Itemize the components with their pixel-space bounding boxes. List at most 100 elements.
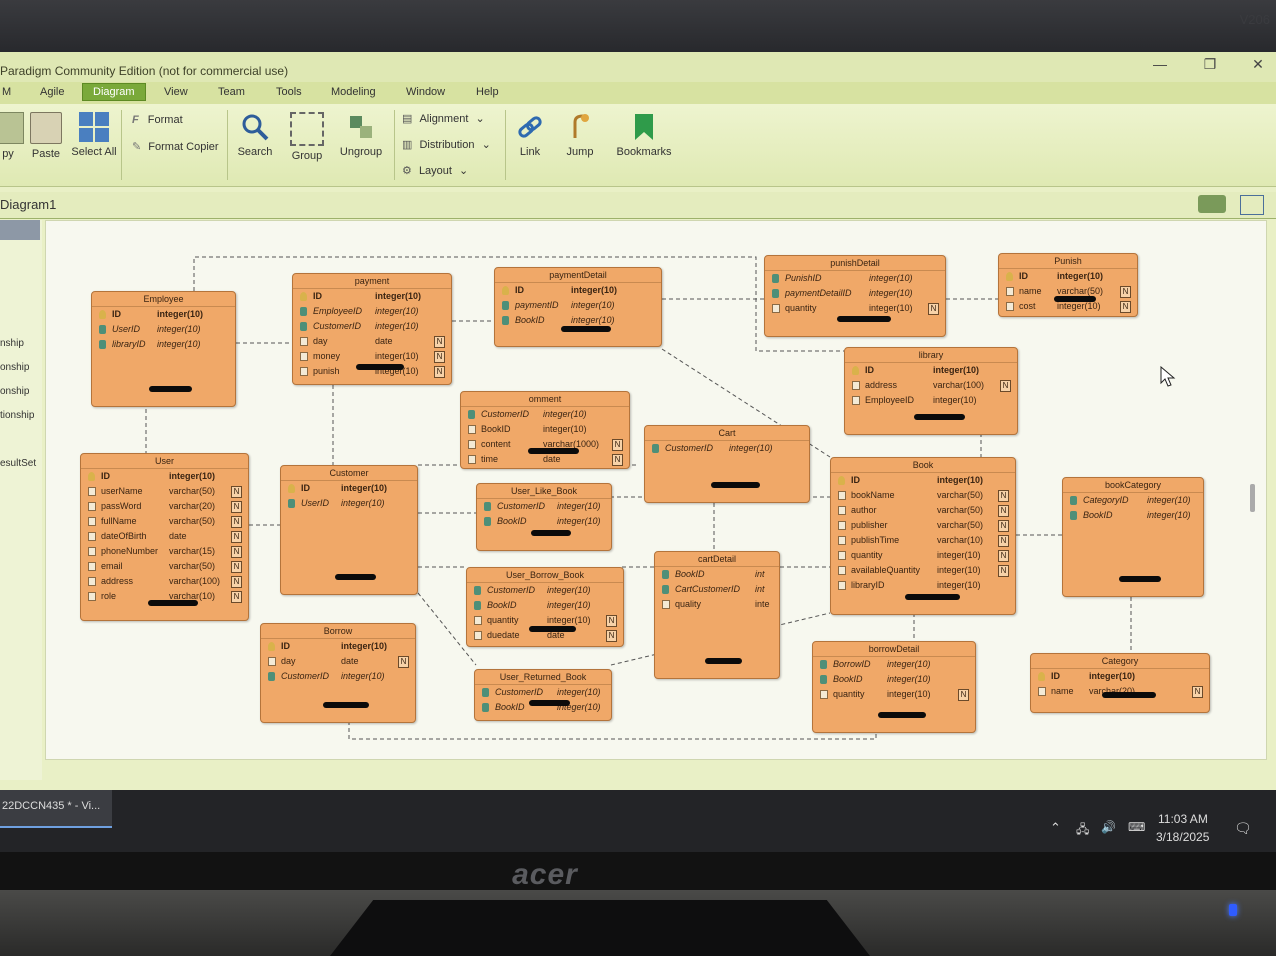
- format-button[interactable]: F Format: [132, 114, 183, 126]
- link-button[interactable]: Link: [504, 112, 556, 158]
- menu-view[interactable]: View: [164, 86, 188, 98]
- layout-button[interactable]: ⚙ Layout ⌄: [402, 164, 468, 177]
- alignment-button[interactable]: ▤ Alignment ⌄: [402, 112, 485, 125]
- vertical-scrollbar[interactable]: [1250, 484, 1255, 512]
- distribution-button[interactable]: ▥ Distribution ⌄: [402, 138, 491, 151]
- select-all-button[interactable]: Select All: [68, 112, 120, 158]
- notification-icon[interactable]: [1198, 195, 1226, 213]
- menu-help[interactable]: Help: [476, 86, 499, 98]
- action-center-icon[interactable]: 🗨: [1234, 820, 1252, 836]
- volume-icon[interactable]: 🔊: [1101, 820, 1116, 834]
- panel-item[interactable]: nship: [0, 338, 24, 349]
- restore-button[interactable]: ❐: [1203, 56, 1217, 72]
- jump-button[interactable]: Jump: [554, 112, 606, 158]
- menu-agile[interactable]: Agile: [40, 86, 65, 98]
- clock-date[interactable]: 3/18/2025: [1156, 830, 1210, 844]
- clock-time[interactable]: 11:03 AM: [1158, 812, 1208, 826]
- tab-diagram1[interactable]: Diagram1: [0, 197, 57, 212]
- panel-item[interactable]: tionship: [0, 410, 35, 421]
- menu-tools[interactable]: Tools: [276, 86, 302, 98]
- menu-window[interactable]: Window: [406, 86, 446, 98]
- copy-button[interactable]: py: [0, 112, 34, 160]
- menu-modeling[interactable]: Modeling: [331, 86, 376, 98]
- search-button[interactable]: Search: [229, 112, 281, 158]
- panel-item[interactable]: onship: [0, 362, 30, 373]
- menu-m[interactable]: M: [2, 86, 12, 98]
- bookmarks-button[interactable]: Bookmarks: [614, 112, 674, 158]
- network-icon[interactable]: 🖧: [1076, 822, 1090, 836]
- language-icon[interactable]: ⌨: [1128, 820, 1146, 834]
- panel-toggle-icon[interactable]: [1240, 195, 1264, 215]
- menu-team[interactable]: Team: [218, 86, 245, 98]
- paste-button[interactable]: Paste: [20, 112, 72, 160]
- taskbar-app-button[interactable]: 22DCCN435 * - Vi...: [0, 790, 112, 828]
- group-button[interactable]: Group: [281, 112, 333, 162]
- ungroup-button[interactable]: Ungroup: [335, 112, 387, 158]
